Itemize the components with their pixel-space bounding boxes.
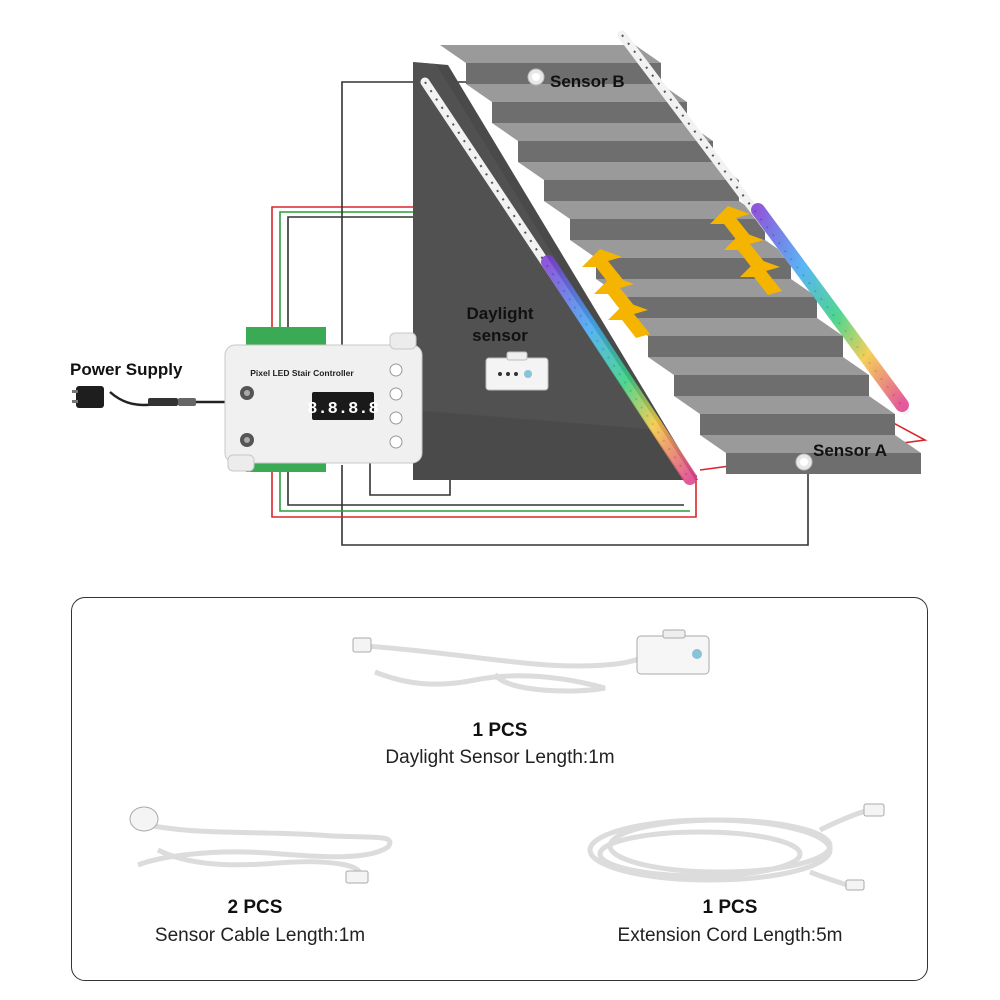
accessory-3-description: Extension Cord Length:5m bbox=[617, 925, 843, 946]
stair-tread bbox=[544, 201, 765, 219]
wire-red-top bbox=[271, 206, 420, 335]
accessory-3-quantity: 1 PCS bbox=[702, 897, 758, 918]
stair-tread bbox=[440, 45, 661, 63]
wire-green-bottom bbox=[279, 470, 690, 512]
daylight-sensor-cable-image bbox=[352, 629, 710, 694]
accessory-2-description: Sensor Cable Length:1m bbox=[154, 925, 366, 946]
stair-tread bbox=[648, 357, 869, 375]
staircase bbox=[413, 45, 921, 480]
stair-tread bbox=[700, 435, 921, 453]
sensor-a-label: Sensor A bbox=[813, 441, 888, 460]
sensor-a bbox=[795, 453, 813, 471]
daylight-sensor-label-line2: sensor bbox=[472, 326, 528, 345]
stair-wiring-diagram: Pixel LED Stair Controller 8.8.8.8 bbox=[72, 30, 928, 546]
sensor-cable-image bbox=[129, 806, 393, 884]
stair-riser bbox=[674, 375, 869, 396]
stair-tread bbox=[596, 279, 817, 297]
accessory-1-quantity: 1 PCS bbox=[472, 720, 528, 741]
extension-cord-image bbox=[587, 803, 885, 891]
led-strip-right bbox=[617, 30, 910, 415]
power-supply-label: Power Supply bbox=[70, 360, 183, 379]
stair-riser bbox=[596, 258, 791, 279]
power-supply-adapter bbox=[72, 386, 196, 408]
stair-tread bbox=[518, 162, 739, 180]
wire-black-top bbox=[287, 216, 420, 335]
sensor-b bbox=[527, 68, 545, 86]
stair-tread bbox=[492, 123, 713, 141]
stair-tread bbox=[466, 84, 687, 102]
stair-riser bbox=[466, 63, 661, 84]
stair-riser bbox=[570, 219, 765, 240]
stair-riser bbox=[648, 336, 843, 357]
direction-arrow bbox=[582, 249, 624, 285]
motion-arrows bbox=[582, 206, 782, 338]
stair-riser bbox=[492, 102, 687, 123]
controller-display: 8.8.8.8 bbox=[307, 400, 378, 419]
direction-arrow bbox=[724, 232, 766, 268]
stair-riser bbox=[622, 297, 817, 318]
stair-riser bbox=[544, 180, 739, 201]
stair-riser bbox=[726, 453, 921, 474]
stair-controller: Pixel LED Stair Controller 8.8.8.8 bbox=[224, 327, 423, 472]
daylight-sensor-label-line1: Daylight bbox=[466, 304, 534, 323]
stair-riser bbox=[700, 414, 895, 435]
daylight-sensor-device bbox=[485, 351, 549, 391]
wire-black-bottom bbox=[287, 470, 684, 506]
direction-arrow bbox=[740, 259, 782, 295]
stair-tread bbox=[622, 318, 843, 336]
sensor-b-label: Sensor B bbox=[550, 72, 625, 91]
wire-green-top bbox=[279, 211, 420, 335]
wire-red-bottom bbox=[271, 470, 697, 518]
direction-arrow bbox=[608, 302, 650, 338]
accessory-1-description: Daylight Sensor Length:1m bbox=[385, 747, 615, 768]
controller-title: Pixel LED Stair Controller bbox=[250, 368, 354, 378]
accessory-2-quantity: 2 PCS bbox=[227, 897, 283, 918]
stair-riser bbox=[518, 141, 713, 162]
stair-tread bbox=[674, 396, 895, 414]
led-strip-left bbox=[420, 77, 697, 485]
daylight-sensor-label: Daylight sensor bbox=[458, 303, 542, 347]
